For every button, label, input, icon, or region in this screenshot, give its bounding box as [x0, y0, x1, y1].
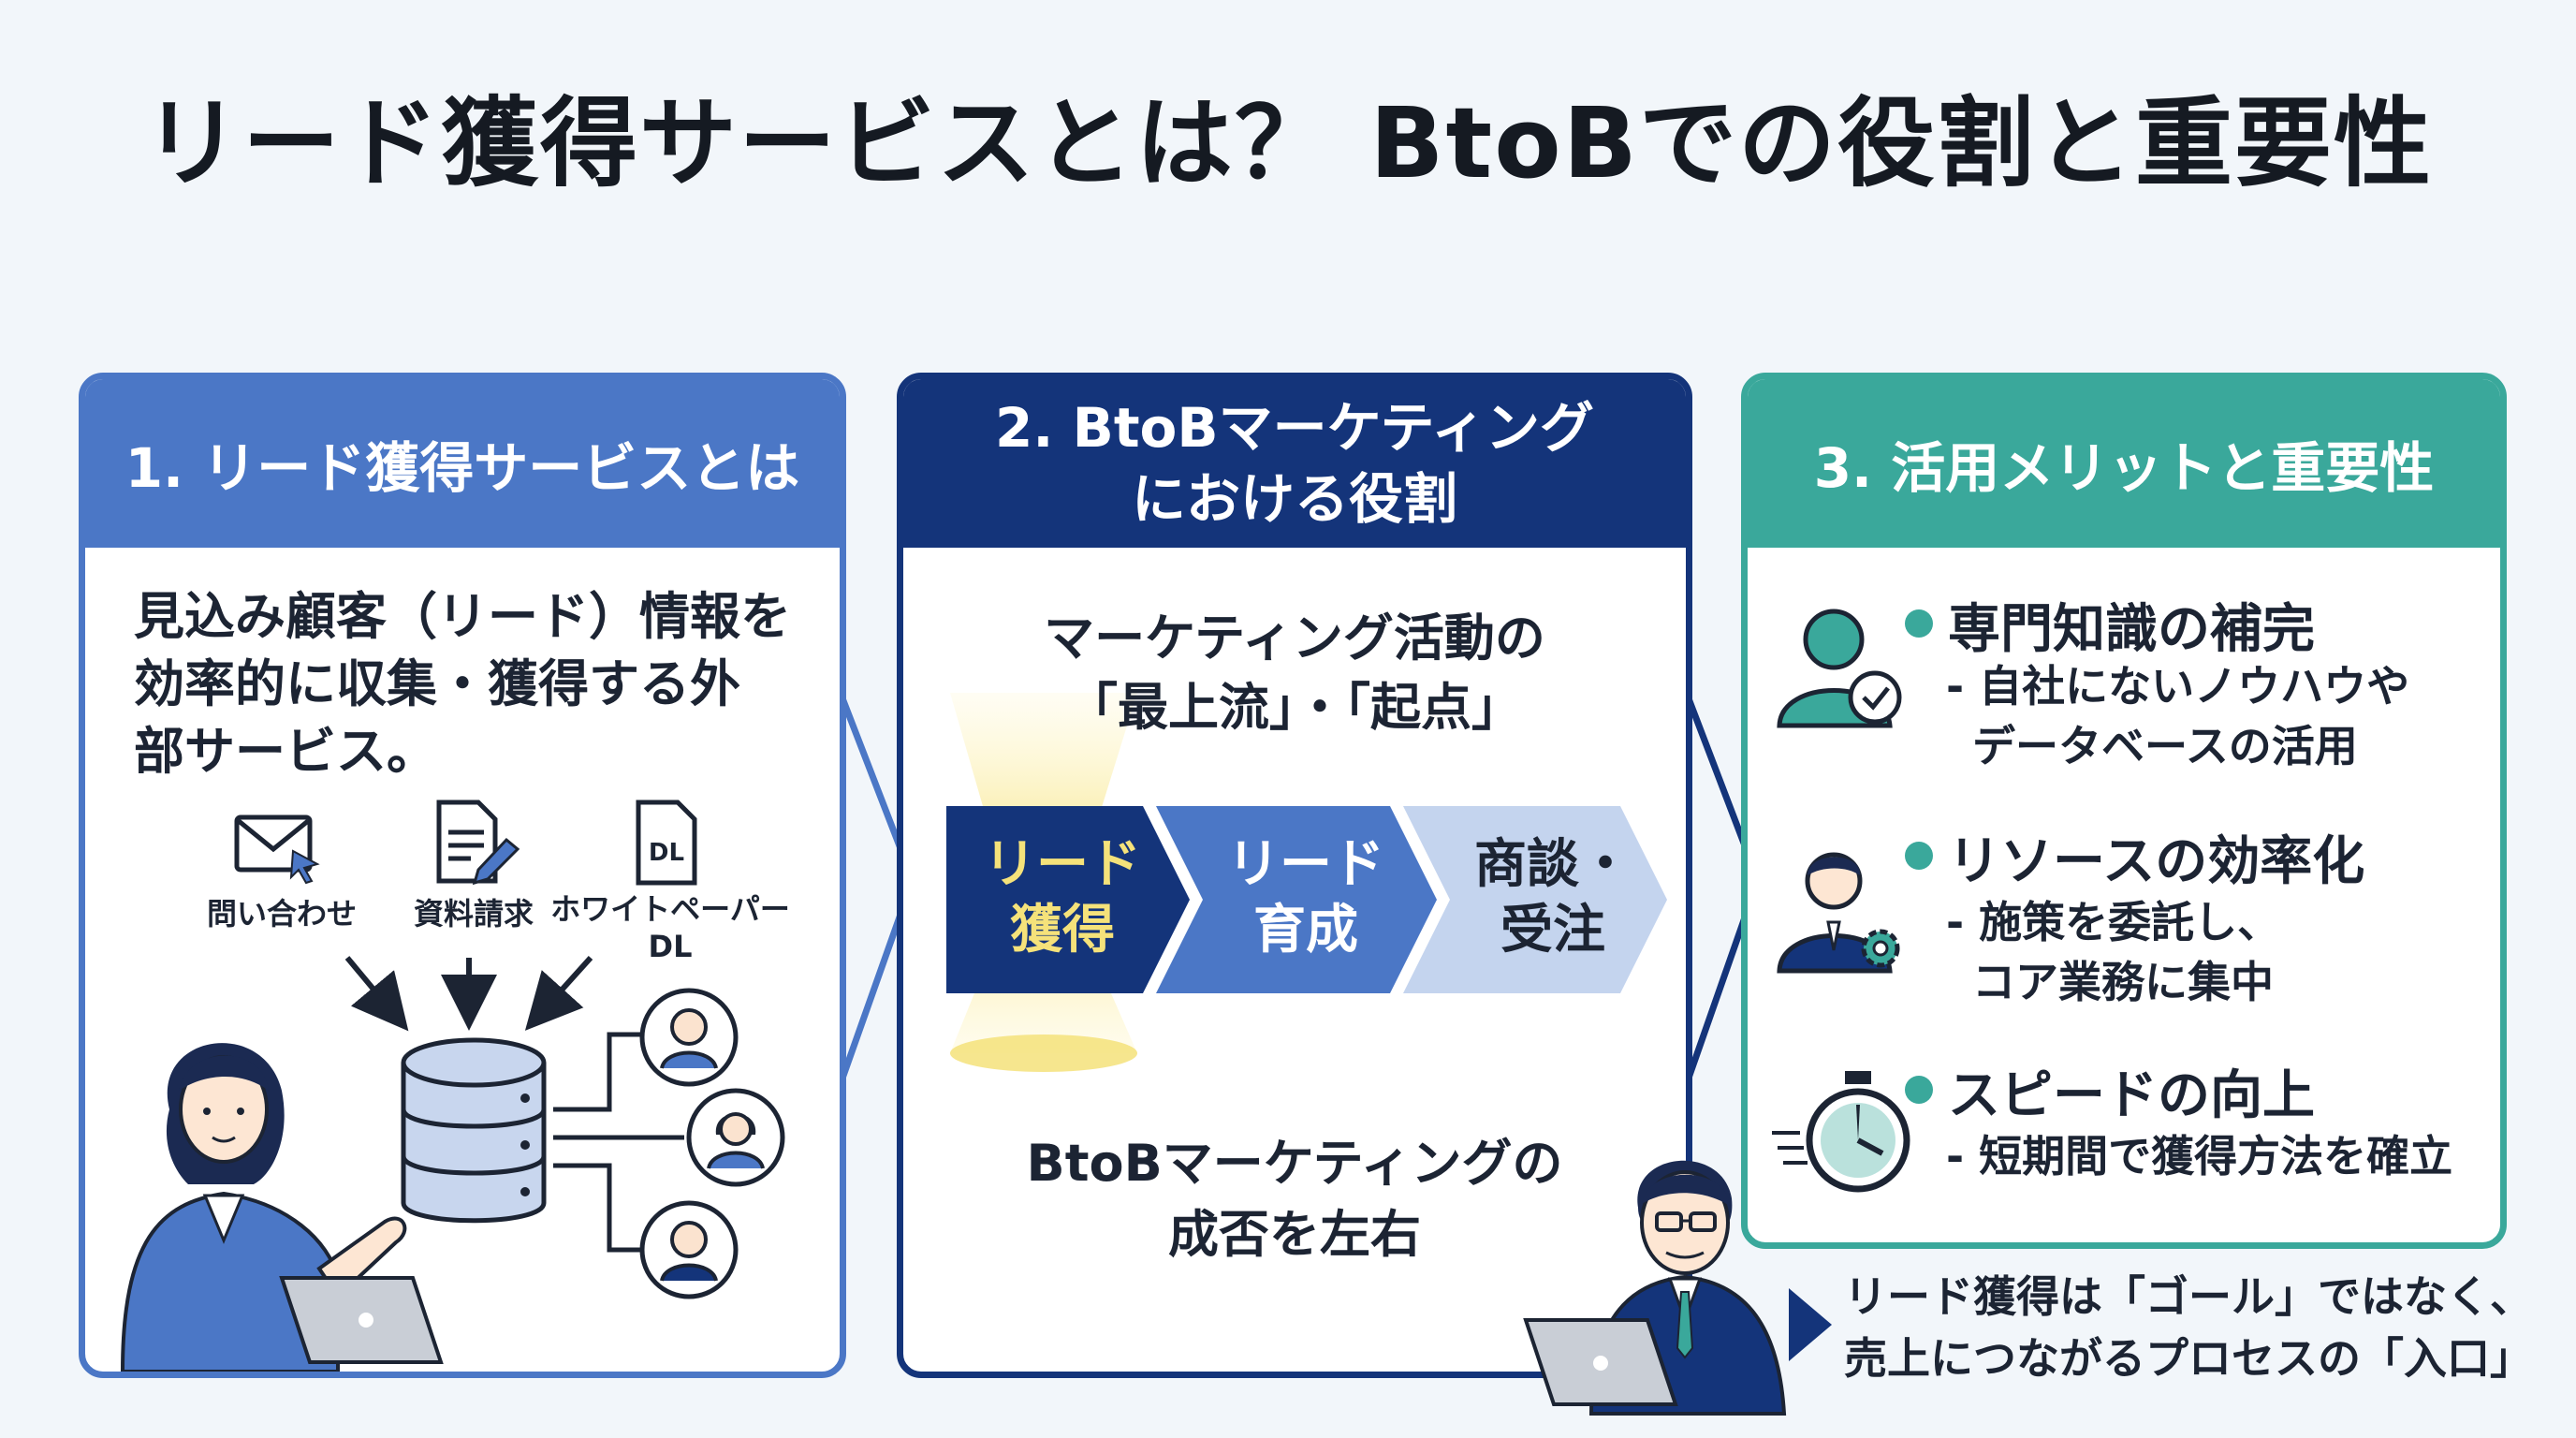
panel1-description-line: 効率的に収集・獲得する外 [134, 654, 740, 713]
benefit-detail-line: - 自社にないノウハウや [1946, 661, 2410, 712]
benefit-detail-line: - 施策を委託し、 [1946, 897, 2281, 947]
expert-person-icon [1777, 609, 1902, 728]
database-icon [401, 1037, 547, 1224]
panel-what-is-lead-service: 1. リード獲得サービスとは 見込み顧客（リード）情報を 効率的に収集・獲得する… [79, 373, 846, 1378]
arrow-inquiry [344, 956, 409, 1032]
channel-label-whitepaper: ホワイトペーパー DL [544, 890, 797, 965]
panel1-description: 見込み顧客（リード）情報を 効率的に収集・獲得する外 部サービス。 [134, 583, 808, 785]
stage-label-line: リード [1227, 834, 1384, 895]
panel1-description-line: 部サービス。 [134, 722, 437, 781]
business-person-gear-icon [1777, 852, 1900, 974]
woman-with-laptop-illustration [120, 1043, 444, 1372]
businessman-with-laptop-illustration [1523, 1160, 1787, 1416]
closing-note: リード獲得は「ゴール」ではなく、 売上につながるプロセスの「入口」 [1844, 1266, 2533, 1389]
panel3-heading: 3. 活用メリットと重要性 [1748, 379, 2500, 548]
stage-label-nurturing: リード 育成 [1193, 832, 1418, 963]
benefit-title: 専門知識の補完 [1905, 587, 2315, 663]
channel-label-whitepaper-line: ホワイトペーパー [550, 891, 790, 927]
benefit-detail-line: コア業務に集中 [1972, 957, 2274, 1007]
lead-branches [553, 1032, 684, 1253]
envelope-icon [234, 814, 320, 885]
panel2-top-line: 「最上流」・「起点」 [1067, 678, 1522, 737]
stage-lead-nurturing [1156, 806, 1437, 993]
note-pointer-icon [1789, 1288, 1832, 1361]
panel2-bottom-text: BtoBマーケティングの 成否を左右 [903, 1128, 1686, 1270]
stage-label-line: リード [984, 834, 1141, 895]
lead-avatar-icon [639, 1200, 739, 1299]
dl-file-icon: DL [636, 800, 697, 886]
arrow-whitepaper [524, 955, 593, 1031]
panel-btob-role: 2. BtoBマーケティング における役割 マーケティング活動の 「最上流」・「… [897, 373, 1692, 1378]
bullet-dot-icon [1905, 609, 1933, 638]
bullet-dot-icon [1905, 842, 1933, 870]
benefit-detail: - 短期間で獲得方法を確立 [1946, 1126, 2452, 1186]
panel2-bottom-line: 成否を左右 [1168, 1205, 1421, 1264]
closing-note-line: 売上につながるプロセスの「入口」 [1844, 1333, 2533, 1384]
page-title: リード獲得サービスとは？ BtoBでの役割と重要性 [143, 86, 2433, 200]
panel-benefits: 3. 活用メリットと重要性 専門知識の補完 - 自社にないノウハウや データベー… [1741, 373, 2507, 1249]
benefit-title-text: 専門知識の補完 [1948, 599, 2315, 660]
lead-avatar-icon [686, 1088, 785, 1187]
stage-label-line: 商談・ [1474, 834, 1632, 895]
benefit-title: スピードの向上 [1905, 1053, 2315, 1129]
channel-label-inquiry: 問い合わせ [206, 896, 357, 932]
stage-label-deal: 商談・ 受注 [1441, 832, 1665, 963]
lead-avatar-icon [639, 988, 739, 1087]
stopwatch-icon [1772, 1071, 1910, 1193]
stage-label-line: 獲得 [1010, 900, 1115, 961]
benefit-title-text: スピードの向上 [1948, 1065, 2315, 1126]
stage-label-line: 受注 [1500, 900, 1605, 961]
panel1-heading: 1. リード獲得サービスとは [85, 379, 840, 548]
benefit-detail: - 自社にないノウハウや データベースの活用 [1946, 656, 2409, 776]
stage-lead-acquisition [946, 806, 1190, 993]
benefit-detail: - 施策を委託し、 コア業務に集中 [1946, 892, 2280, 1012]
channel-label-request-materials: 資料請求 [413, 896, 534, 932]
dl-file-icon-label: DL [649, 839, 684, 867]
bullet-dot-icon [1905, 1076, 1933, 1104]
panel2-bottom-line: BtoBマーケティングの [1026, 1134, 1563, 1193]
panel2-heading-line: 2. BtoBマーケティング [995, 396, 1594, 460]
benefit-title-text: リソースの効率化 [1948, 831, 2365, 892]
benefit-detail-line: データベースの活用 [1972, 721, 2358, 771]
panel2-heading-line: における役割 [1131, 467, 1457, 531]
benefit-title: リソースの効率化 [1905, 819, 2364, 895]
panel2-top-line: マーケティング活動の [1044, 609, 1545, 668]
panel1-description-line: 見込み顧客（リード）情報を [134, 587, 791, 646]
stage-deal-closing [1403, 806, 1667, 993]
process-chevrons [946, 806, 1667, 993]
closing-note-line: リード獲得は「ゴール」ではなく、 [1844, 1271, 2533, 1322]
channel-arrows [344, 955, 593, 1032]
panel2-heading: 2. BtoBマーケティング における役割 [903, 379, 1686, 548]
stage-label-acquisition: リード 獲得 [950, 832, 1175, 963]
stage-label-line: 育成 [1253, 900, 1358, 961]
panel2-top-text: マーケティング活動の 「最上流」・「起点」 [903, 604, 1686, 742]
benefit-detail-line: - 短期間で獲得方法を確立 [1946, 1131, 2453, 1181]
document-icon [436, 800, 520, 886]
channel-label-whitepaper-line: DL [648, 929, 693, 964]
